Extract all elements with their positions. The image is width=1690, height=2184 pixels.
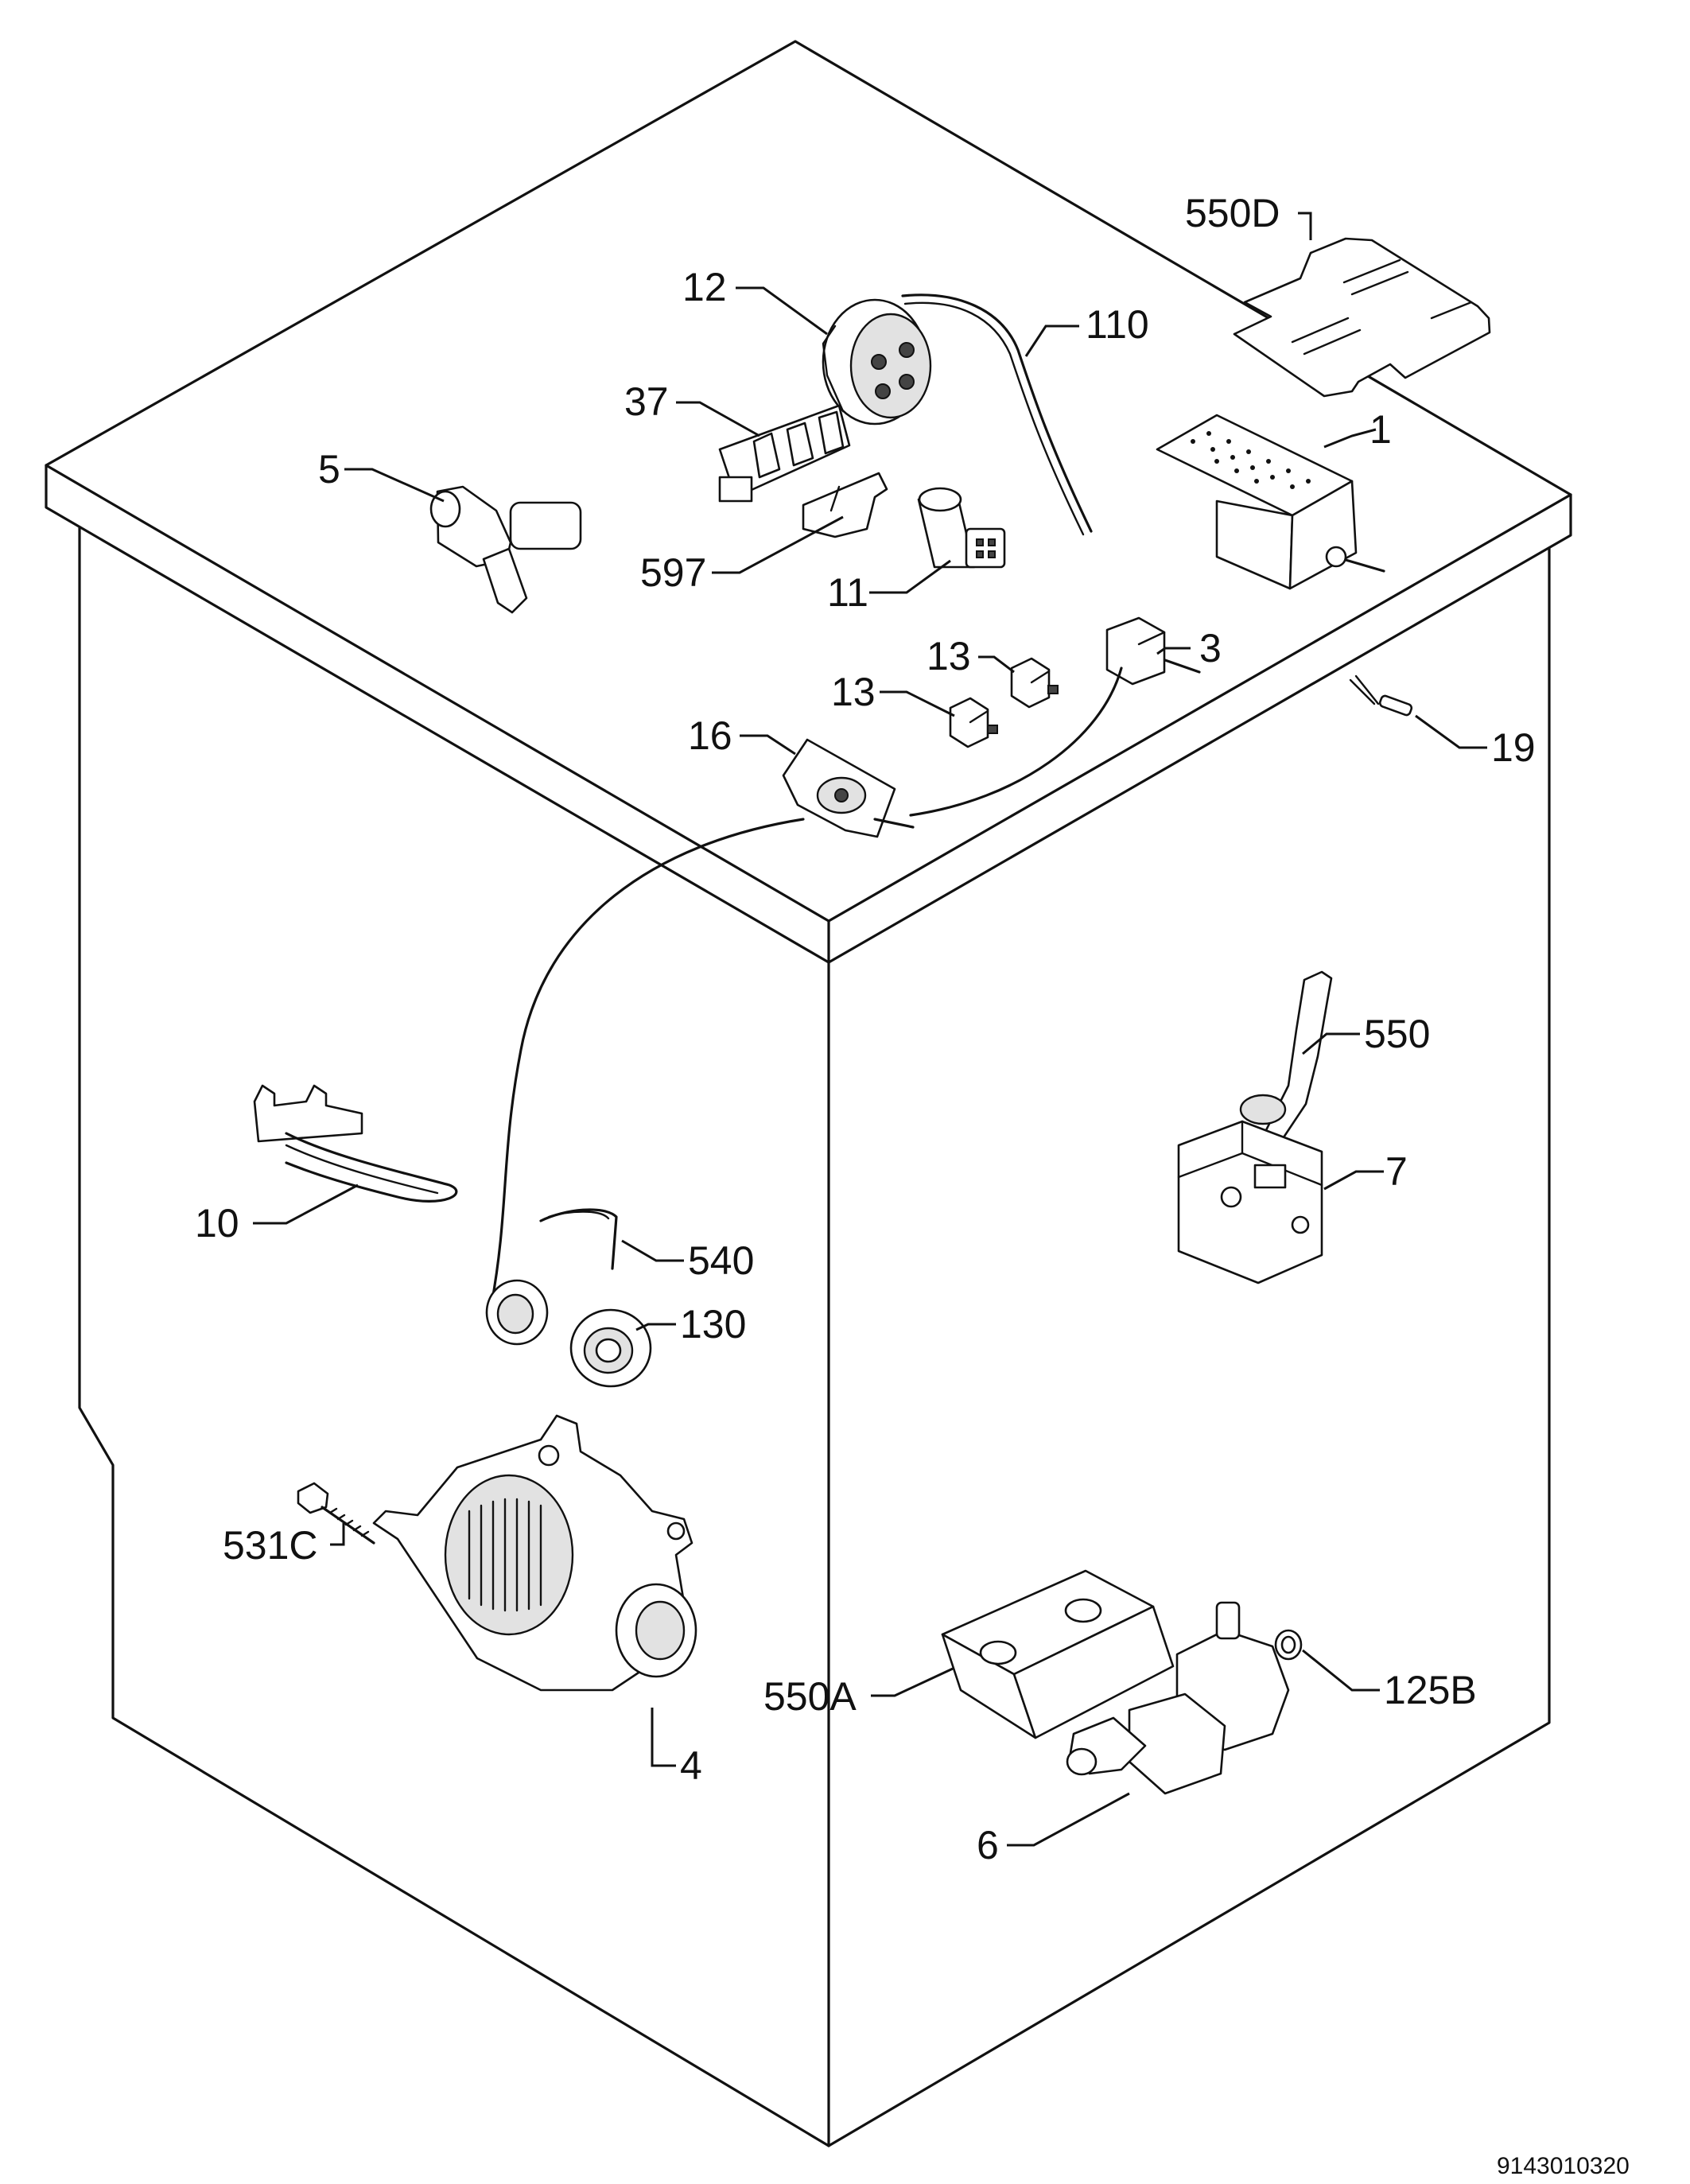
part-10-heater-element [253, 1084, 458, 1203]
label-550d: 550D [1185, 191, 1280, 235]
label-130: 130 [680, 1302, 746, 1347]
label-597: 597 [640, 550, 706, 595]
label-7: 7 [1385, 1149, 1408, 1194]
part-19-sensor [1349, 674, 1413, 717]
part-531c-screw [297, 1482, 375, 1545]
part-550a-cover-block [941, 1569, 1175, 1739]
label-540: 540 [688, 1238, 754, 1283]
part-16-door-lock [782, 738, 915, 838]
cabinet-right-side [827, 546, 1551, 2147]
label-12: 12 [682, 265, 727, 309]
part-37-terminal-strip [718, 404, 851, 503]
label-1: 1 [1369, 407, 1392, 452]
part-1-electronic-module [1156, 414, 1385, 590]
cabinet-outline [45, 40, 1572, 2147]
cabinet-left-side [78, 527, 830, 2147]
drawing-number: 9143010320 [1497, 2153, 1630, 2179]
part-11-capacitor [917, 487, 1006, 569]
part-12-pressure-switch [822, 298, 932, 426]
part-3-switch [1105, 616, 1201, 686]
leader-lines [253, 212, 1487, 1847]
label-4: 4 [680, 1743, 702, 1788]
part-110-hose [901, 293, 1093, 533]
part-550d-cover-plate [1233, 237, 1491, 398]
label-37: 37 [624, 379, 669, 424]
cabinet-top-front-edge [45, 464, 830, 964]
label-13-lower: 13 [831, 670, 876, 714]
label-6: 6 [977, 1823, 999, 1867]
part-540-clip [539, 1208, 618, 1270]
part-6-drain-pump [1066, 1601, 1290, 1795]
part-labels: 550D 12 110 37 1 5 597 11 13 3 13 16 19 … [195, 191, 1630, 2179]
cabinet-top-right-edge [827, 493, 1572, 964]
label-13-upper: 13 [927, 634, 971, 678]
label-531c: 531C [223, 1523, 318, 1568]
label-3: 3 [1199, 626, 1222, 670]
part-4-pump-motor [372, 1414, 697, 1692]
part-130-grommet [569, 1308, 652, 1388]
label-10: 10 [195, 1201, 239, 1246]
part-13-upper-connector [1010, 657, 1059, 709]
label-16: 16 [688, 713, 732, 758]
label-125b: 125B [1384, 1668, 1477, 1712]
label-110: 110 [1086, 302, 1149, 347]
label-11: 11 [827, 570, 868, 615]
part-7-switch-block [1177, 1120, 1323, 1284]
part-597-bracket [802, 472, 888, 538]
label-19: 19 [1491, 725, 1536, 770]
cable-grommet [485, 1279, 549, 1346]
wiring-harness [490, 666, 1123, 1306]
label-5: 5 [318, 447, 340, 492]
part-550-lever [1239, 970, 1333, 1141]
part-13-lower-connector [949, 697, 998, 748]
label-550: 550 [1364, 1012, 1430, 1056]
part-5-water-valve [429, 485, 582, 614]
part-125b-o-ring [1274, 1629, 1303, 1661]
label-550a: 550A [763, 1674, 857, 1719]
